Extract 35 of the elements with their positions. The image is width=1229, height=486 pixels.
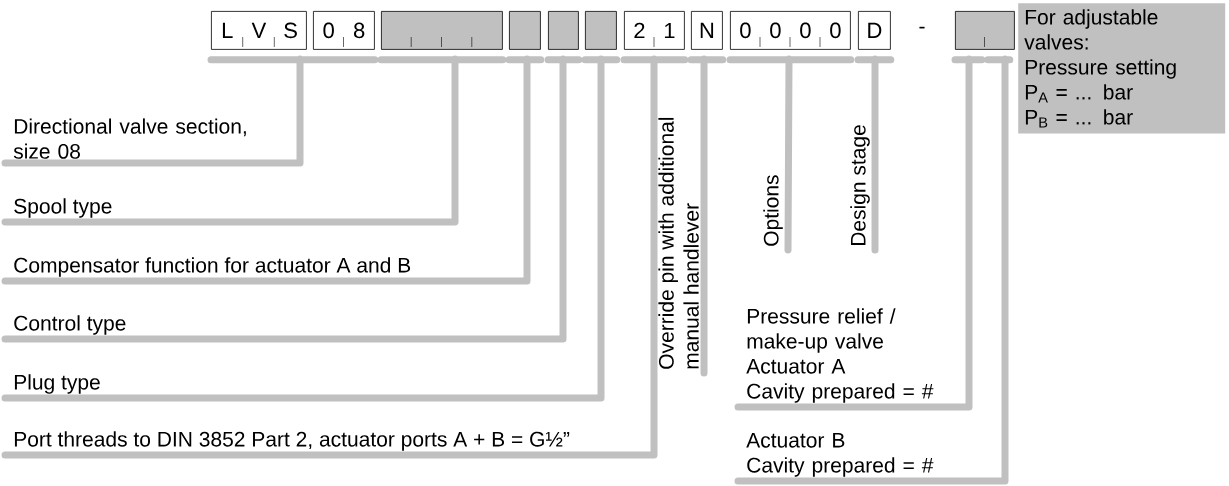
leader-line [734, 55, 986, 411]
blank-code-box [381, 11, 503, 50]
leader-line [1, 55, 507, 226]
code-box: 0 8 [313, 11, 375, 50]
leader-line [1, 55, 621, 402]
description-label: Override pin with additional manual handlever [658, 117, 699, 369]
leader-line [726, 55, 855, 254]
leader-line [1, 55, 379, 167]
description-label: Control type [14, 315, 126, 335]
blank-code-box [955, 11, 1015, 50]
blank-code-box [509, 11, 541, 50]
description-label: Compensator function for actuator A and B [14, 257, 411, 277]
description-label: Spool type [14, 198, 112, 218]
code-box: N [691, 11, 723, 50]
description-label: Plug type [14, 374, 100, 394]
description-label: Design stage [850, 125, 870, 246]
code-dash: - [919, 26, 925, 29]
note-box: For adjustable valves: Pressure setting P$_{A}$ = ... bar P$_{B}$ = ... bar [1018, 3, 1226, 134]
leader-line [854, 55, 895, 254]
code-box: D [858, 11, 891, 50]
code-box: 2 1 [624, 11, 685, 50]
leader-line [1, 55, 689, 459]
code-box: 0 0 0 0 [730, 11, 851, 50]
description-label: Options [763, 175, 783, 246]
leader-line [687, 55, 727, 377]
description-label: Directional valve section, size 08 [13, 118, 246, 159]
description-label: Port threads to DIN 3852 Part 2, actuator ports A + B = G½” [14, 431, 570, 451]
blank-code-box [548, 11, 579, 50]
description-label: Actuator B Cavity prepared = # [746, 433, 934, 477]
description-label: Pressure relief / make-up valve Actuator A Cavity prepared = # [746, 308, 934, 403]
blank-code-box [585, 11, 617, 50]
leader-line [1, 55, 583, 343]
code-box: L V S [211, 11, 307, 50]
leader-line [734, 55, 1014, 485]
leader-line [1, 55, 545, 285]
